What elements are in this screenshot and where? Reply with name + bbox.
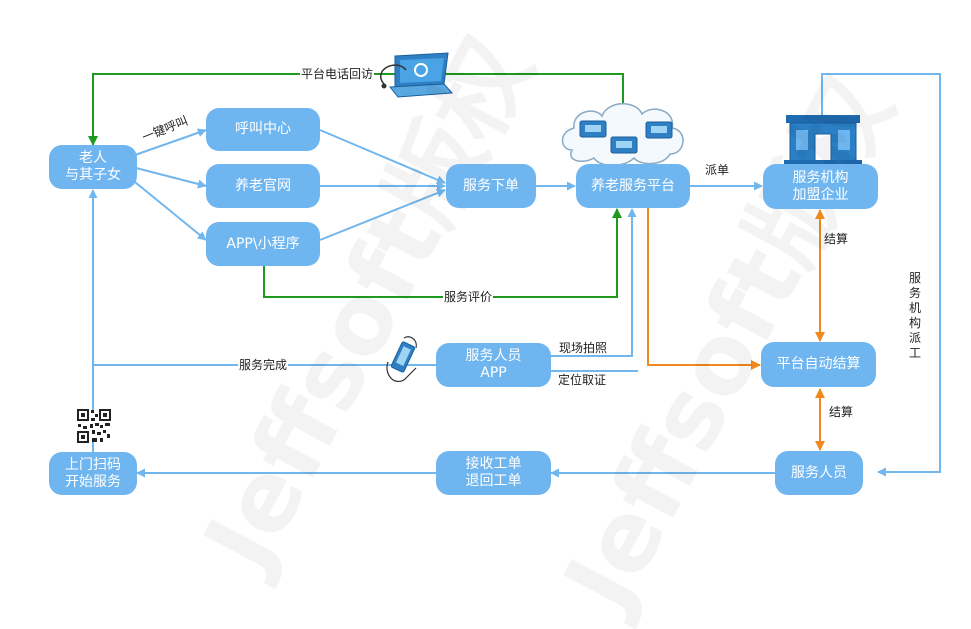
edge-elder-app bbox=[129, 177, 207, 241]
node-staff-label: 服务人员 bbox=[791, 464, 847, 481]
label-callback: 平台电话回访 bbox=[300, 67, 375, 81]
edge-app-order bbox=[319, 188, 446, 241]
label-service-done: 服务完成 bbox=[238, 358, 289, 372]
node-receive-return-line2: 退回工单 bbox=[465, 473, 522, 489]
node-scan-start-line1: 上门扫码 bbox=[65, 456, 121, 473]
node-auto-settle-label: 平台自动结算 bbox=[776, 356, 861, 372]
node-elder-line1: 老人 bbox=[79, 150, 107, 166]
edge-staffapp-platform-photo bbox=[551, 208, 637, 357]
node-elder-line2: 与其子女 bbox=[65, 167, 121, 183]
node-platform[interactable]: 养老服务平台 bbox=[576, 164, 690, 208]
node-auto-settle[interactable]: 平台自动结算 bbox=[761, 342, 876, 387]
server-cloud-icon bbox=[561, 103, 684, 167]
node-call-center[interactable]: 呼叫中心 bbox=[206, 108, 320, 151]
qr-code-icon bbox=[77, 409, 111, 443]
label-locate: 定位取证 bbox=[558, 373, 607, 387]
flow-diagram bbox=[77, 52, 941, 478]
edge-elder-callcenter bbox=[134, 128, 207, 156]
label-dispatch: 派单 bbox=[705, 163, 730, 177]
node-receive-return-line1: 接收工单 bbox=[465, 456, 522, 472]
node-app-mini-label: APP\小程序 bbox=[226, 235, 300, 252]
node-order[interactable]: 服务下单 bbox=[446, 164, 536, 208]
edge-platform-settle bbox=[647, 208, 761, 370]
node-app-mini[interactable]: APP\小程序 bbox=[206, 222, 320, 266]
node-staff-app-line2: APP bbox=[480, 365, 507, 381]
edge-agency-staff bbox=[821, 73, 941, 477]
building-icon bbox=[784, 115, 862, 164]
node-staff-app[interactable]: 服务人员 APP bbox=[436, 343, 551, 387]
edge-evaluation bbox=[263, 208, 622, 298]
node-scan-start[interactable]: 上门扫码 开始服务 bbox=[49, 452, 137, 495]
label-settle-2: 结算 bbox=[829, 405, 854, 419]
node-agency-line2: 加盟企业 bbox=[792, 186, 849, 203]
node-website[interactable]: 养老官网 bbox=[206, 164, 320, 208]
node-website-label: 养老官网 bbox=[235, 177, 291, 194]
edge-callcenter-order bbox=[319, 129, 446, 184]
node-call-center-label: 呼叫中心 bbox=[235, 121, 291, 137]
node-receive-return[interactable]: 接收工单 退回工单 bbox=[436, 451, 551, 495]
label-photo: 现场拍照 bbox=[559, 341, 608, 355]
node-staff-app-line1: 服务人员 bbox=[465, 348, 522, 364]
node-order-label: 服务下单 bbox=[463, 177, 519, 194]
label-agency-dispatch: 服务机构派工 bbox=[908, 271, 921, 360]
node-scan-start-line2: 开始服务 bbox=[65, 473, 121, 490]
node-staff[interactable]: 服务人员 bbox=[775, 451, 863, 495]
node-elder[interactable]: 老人 与其子女 bbox=[49, 145, 137, 189]
label-settle-1: 结算 bbox=[824, 232, 849, 246]
node-agency-line1: 服务机构 bbox=[792, 169, 849, 186]
mobile-hand-icon bbox=[386, 336, 417, 382]
laptop-phone-icon bbox=[380, 52, 454, 98]
node-agency[interactable]: 服务机构 加盟企业 bbox=[763, 164, 878, 209]
edge-elder-website bbox=[135, 167, 207, 189]
node-platform-label: 养老服务平台 bbox=[591, 177, 675, 194]
label-evaluation: 服务评价 bbox=[443, 290, 494, 304]
